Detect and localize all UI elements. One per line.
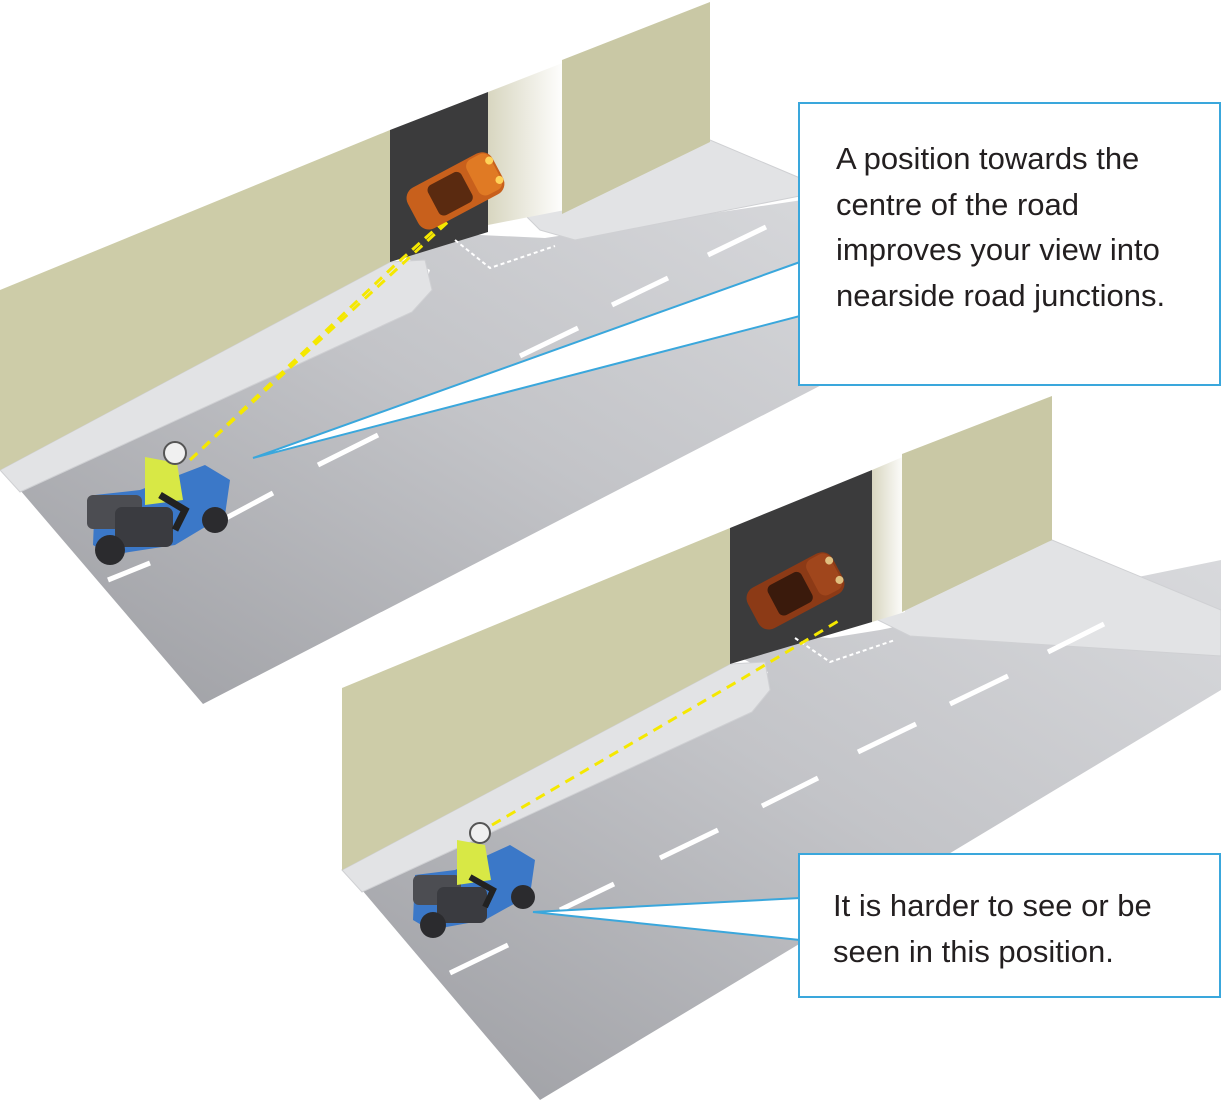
building-left-wall	[342, 528, 730, 870]
give-way-marking	[454, 239, 556, 270]
callout-text-top: A position towards the centre of the roa…	[836, 141, 1166, 313]
road-surface	[362, 560, 1221, 1100]
callout-box-bottom: It is harder to see or be seen in this p…	[798, 853, 1221, 998]
building-right-wall	[902, 396, 1052, 612]
building-gap	[872, 456, 905, 622]
motorcycle-rider-icon	[413, 822, 535, 938]
building-right-wall	[562, 2, 710, 214]
motorcycle-rider-icon	[87, 441, 230, 565]
give-way-marking	[794, 637, 896, 664]
callout-box-top: A position towards the centre of the roa…	[798, 102, 1221, 386]
car-icon	[746, 552, 845, 630]
bottom-scene	[341, 396, 1221, 1100]
sightline-dashed	[188, 216, 452, 462]
top-scene	[0, 2, 870, 704]
lane-markings	[448, 621, 1106, 976]
building-left-wall	[0, 130, 390, 470]
car-icon	[406, 152, 505, 230]
sightline-dashed	[491, 618, 841, 827]
callout-text-bottom: It is harder to see or be seen in this p…	[833, 888, 1152, 969]
building-gap	[488, 62, 565, 225]
